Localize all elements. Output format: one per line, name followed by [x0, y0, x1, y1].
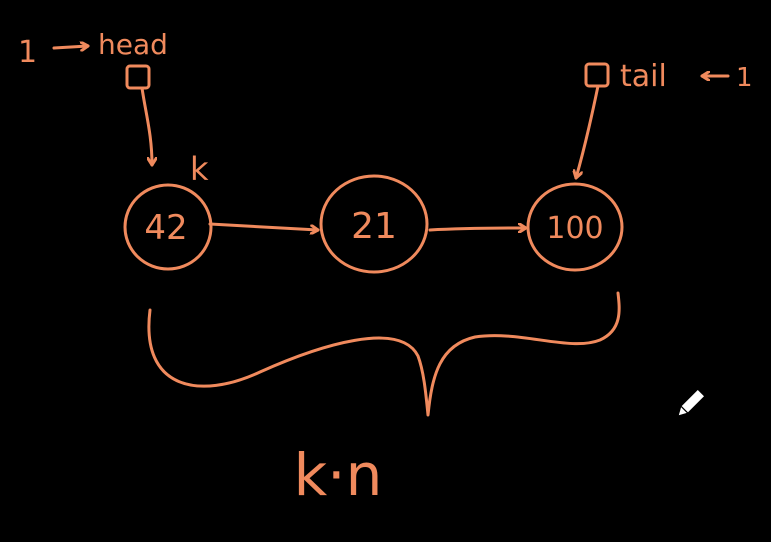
- node-circle: [526, 182, 624, 272]
- node-circle: [123, 183, 213, 271]
- brace-label: k·n: [294, 441, 383, 509]
- node-1: 42: [123, 183, 213, 271]
- head-count-arrow: [52, 46, 90, 48]
- tail-label: tail: [620, 59, 667, 94]
- next-arrow-2-to-3: [428, 228, 528, 230]
- head-label: head: [98, 28, 168, 61]
- next-arrow-1-to-2: [208, 222, 320, 230]
- node-value: 21: [351, 206, 397, 247]
- pencil-icon: [677, 388, 706, 417]
- tail-pointer: tail 1: [576, 59, 753, 180]
- node-2: 21: [319, 174, 429, 274]
- head-pointer-box: [125, 64, 151, 90]
- head-pointer: 1 head: [18, 28, 168, 167]
- head-count-label: 1: [18, 35, 37, 70]
- tail-to-last-node-arrow: [576, 84, 600, 180]
- head-to-first-node-arrow: [140, 86, 152, 167]
- tail-count-label: 1: [736, 63, 753, 93]
- node-circle: [319, 174, 429, 274]
- list-brace: [147, 291, 621, 417]
- node-size-label: k: [190, 150, 209, 188]
- tail-pointer-box: [584, 62, 610, 88]
- node-value: 42: [144, 208, 187, 248]
- node-3: 100: [526, 182, 624, 272]
- node-value: 100: [546, 211, 603, 246]
